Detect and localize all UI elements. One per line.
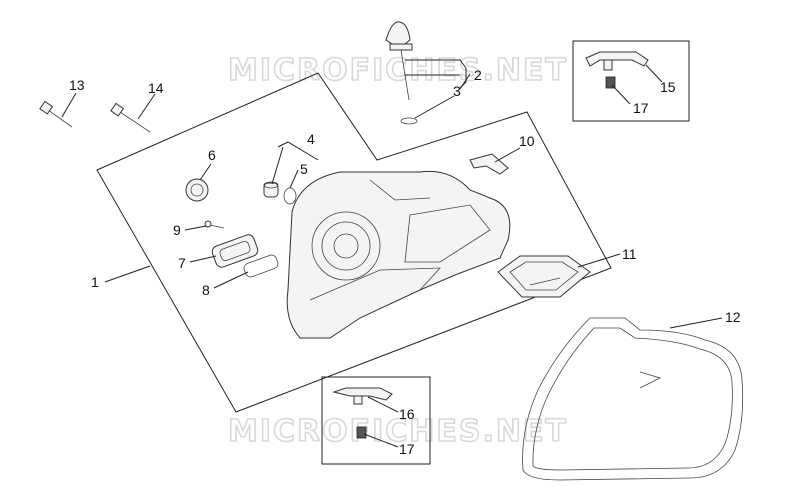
gasket-12 bbox=[522, 317, 744, 481]
bracket-15 bbox=[585, 51, 649, 71]
callout-9: 9 bbox=[173, 222, 181, 238]
callout-15: 15 bbox=[660, 79, 676, 95]
watermark-bottom: MICROFICHES.NET bbox=[228, 414, 568, 449]
callout-3: 3 bbox=[453, 83, 461, 99]
callout-5: 5 bbox=[300, 161, 308, 177]
assembly-frame bbox=[96, 72, 612, 413]
callout-7: 7 bbox=[178, 255, 186, 271]
bracket-10 bbox=[469, 153, 509, 175]
plug-6 bbox=[185, 178, 209, 202]
cover-7 bbox=[211, 234, 259, 268]
callout-11: 11 bbox=[622, 246, 637, 262]
watermark-top: MICROFICHES.NET bbox=[228, 53, 568, 88]
o-ring-5 bbox=[283, 187, 297, 205]
filter-tray-11 bbox=[497, 255, 591, 298]
bolt-13 bbox=[39, 100, 73, 128]
callout-12: 12 bbox=[725, 309, 741, 325]
clip-17-bottom bbox=[356, 426, 367, 439]
gasket-8 bbox=[243, 254, 279, 278]
callout-13: 13 bbox=[69, 77, 85, 93]
callout-6: 6 bbox=[208, 147, 216, 163]
crankcase-cover-1 bbox=[286, 170, 511, 339]
callout-4: 4 bbox=[307, 131, 315, 147]
callout-14: 14 bbox=[148, 80, 164, 96]
leader-lines bbox=[61, 59, 723, 448]
callout-17-bottom: 17 bbox=[399, 441, 415, 457]
bracket-16 bbox=[332, 387, 393, 405]
seal-3 bbox=[400, 117, 418, 125]
screw-9 bbox=[204, 220, 225, 229]
clip-17-top bbox=[605, 76, 616, 89]
callout-2: 2 bbox=[474, 67, 482, 83]
callout-1: 1 bbox=[91, 274, 99, 290]
cap-4 bbox=[263, 181, 279, 198]
bolt-14 bbox=[110, 102, 151, 133]
callout-16: 16 bbox=[399, 406, 415, 422]
callout-10: 10 bbox=[519, 133, 535, 149]
callout-17-top: 17 bbox=[633, 100, 649, 116]
callout-8: 8 bbox=[202, 282, 210, 298]
dipstick-2 bbox=[385, 21, 413, 101]
inset-box-16-17 bbox=[321, 376, 431, 465]
inset-box-15-17 bbox=[572, 40, 690, 122]
